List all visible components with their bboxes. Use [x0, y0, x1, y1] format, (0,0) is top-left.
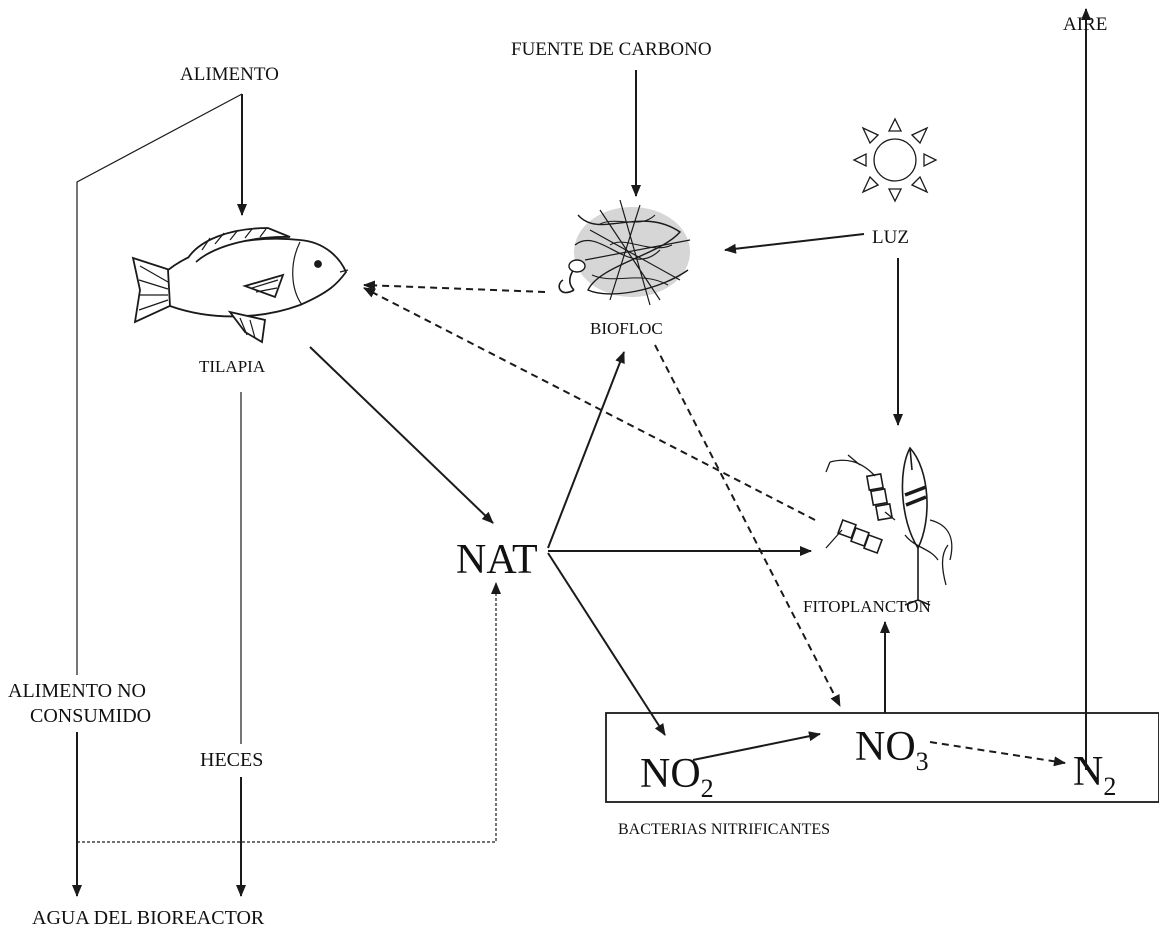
label-no2: NO2 — [640, 751, 714, 803]
phytoplankton-icon — [825, 446, 953, 606]
biofloc-cluster-icon — [558, 199, 691, 306]
arrow-nat-to-no2 — [547, 552, 666, 736]
arrow-biofloc-to-tilapia — [363, 280, 546, 293]
label-heces: HECES — [200, 749, 263, 771]
label-alimento-no-consumido-line1: ALIMENTO NO — [8, 680, 146, 702]
arrow-fitoplancton-to-tilapia — [363, 287, 816, 521]
label-alimento-no-consumido-line2: CONSUMIDO — [30, 705, 151, 727]
arrow-no3-to-n2 — [929, 741, 1066, 767]
label-alimento: ALIMENTO — [180, 64, 279, 85]
bacteria-box — [605, 712, 1159, 803]
label-fuente-de-carbono: FUENTE DE CARBONO — [511, 39, 712, 60]
arrow-biofloc-to-no3 — [654, 344, 841, 707]
label-no3: NO3 — [855, 724, 929, 776]
label-bacterias-nitrificantes: BACTERIAS NITRIFICANTES — [618, 821, 830, 838]
tilapia-fish-icon — [131, 227, 349, 344]
label-tilapia: TILAPIA — [199, 357, 266, 376]
label-fitoplancton: FITOPLANCTON — [803, 597, 931, 616]
arrow-luz-to-biofloc — [724, 233, 865, 254]
label-luz: LUZ — [872, 227, 909, 248]
arrow-nat-to-biofloc — [547, 351, 625, 549]
sun-icon — [852, 117, 938, 203]
arrow-agua-return-to-nat — [77, 582, 501, 843]
label-biofloc: BIOFLOC — [590, 319, 663, 338]
line-alimento-split — [76, 93, 243, 675]
label-agua-del-bioreactor: AGUA DEL BIOREACTOR — [32, 907, 265, 929]
label-n2: N2 — [1073, 749, 1116, 801]
arrow-tilapia-to-nat — [309, 346, 494, 524]
label-nat: NAT — [456, 537, 538, 583]
arrow-no2-to-no3 — [692, 731, 821, 761]
